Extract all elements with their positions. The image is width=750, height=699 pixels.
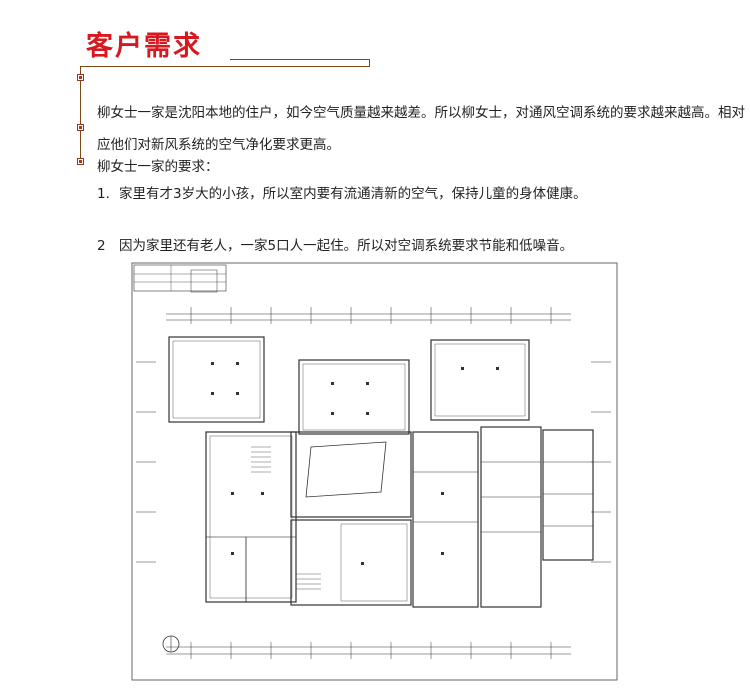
bullet-icon <box>77 158 84 165</box>
frame-top-line <box>80 66 370 67</box>
bullet-icon <box>77 74 84 81</box>
requirement-item-2: 2 因为家里还有老人，一家5口人一起住。所以对空调系统要求节能和低噪音。 <box>97 234 573 254</box>
requirement-text: 因为家里还有老人，一家5口人一起住。所以对空调系统要求节能和低噪音。 <box>119 238 574 254</box>
bullet-icon <box>77 124 84 131</box>
requirement-text: 家里有才3岁大的小孩，所以室内要有流通清新的空气，保持儿童的身体健康。 <box>119 186 587 202</box>
title-underline <box>230 59 370 60</box>
requirement-number: 2 <box>97 238 106 254</box>
frame-right-tick <box>369 59 370 67</box>
section-title: 客户需求 <box>86 31 202 62</box>
frame-left-line <box>80 66 81 164</box>
intro-paragraph: 柳女士一家是沈阳本地的住户，如今空气质量越来越差。所以柳女士，对通风空调系统的要… <box>97 105 745 153</box>
requirement-item-1: 1. 家里有才3岁大的小孩，所以室内要有流通清新的空气，保持儿童的身体健康。 <box>97 182 587 202</box>
requirement-number: 1. <box>97 186 110 202</box>
floor-plan-drawing <box>131 262 618 681</box>
requirements-title: 柳女士一家的要求： <box>97 159 219 175</box>
